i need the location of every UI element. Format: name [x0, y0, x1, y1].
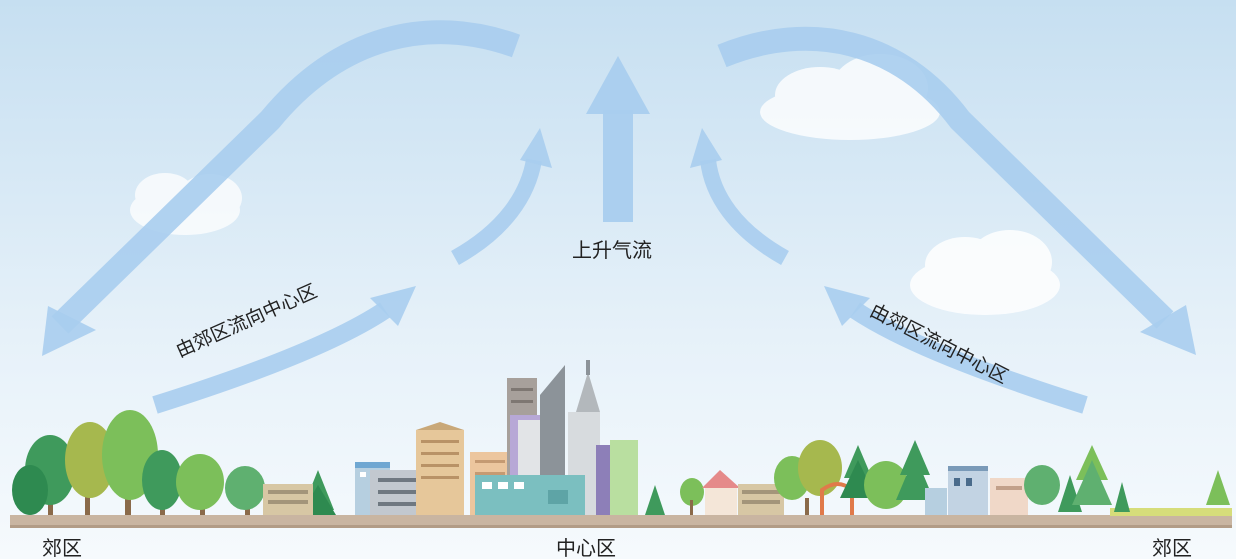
- city-center-buildings: [355, 360, 665, 515]
- suburb-right-label: 郊区: [1152, 536, 1192, 559]
- suburb-left-label: 郊区: [42, 536, 82, 559]
- upper-left-arc-arrow: [42, 20, 521, 356]
- grass-strip-right: [1110, 508, 1232, 516]
- inner-left-arrow: [451, 128, 552, 265]
- city-center-label: 中心区: [556, 536, 616, 559]
- cloud-lower-right: [910, 230, 1060, 315]
- ground-strip: [10, 515, 1232, 525]
- ground-shadow: [10, 525, 1232, 528]
- right-suburb-cluster: [680, 440, 1230, 515]
- inner-right-arrow: [690, 128, 789, 265]
- right-inflow-arrow: [824, 286, 1088, 414]
- left-tree-cluster: [12, 410, 336, 515]
- left-inflow-arrow: [152, 286, 416, 414]
- updraft-label: 上升气流: [572, 238, 652, 262]
- upper-right-arc-arrow: [717, 26, 1196, 355]
- updraft-arrow: [586, 56, 650, 222]
- cloud-upper-right: [760, 54, 940, 140]
